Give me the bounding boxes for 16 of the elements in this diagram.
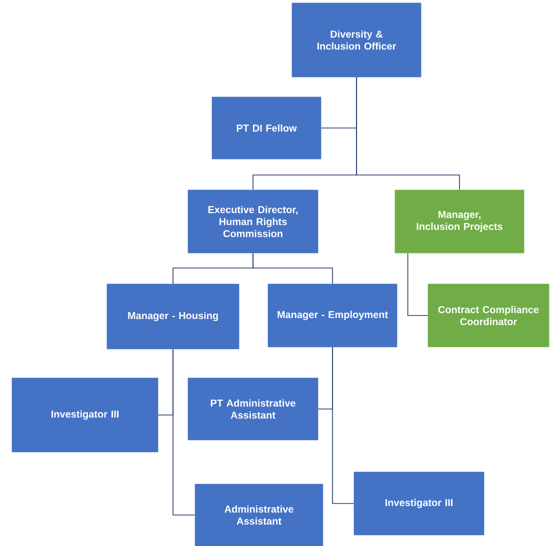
- org-box: Manager, Inclusion Projects: [394, 190, 524, 254]
- org-box: Investigator III: [354, 472, 484, 536]
- connector-line: [407, 252, 428, 316]
- org-box: Administrative Assistant: [194, 484, 324, 546]
- org-box: Executive Director, Human Rights Commission: [188, 190, 318, 254]
- connector-line: [332, 346, 354, 504]
- org-box: PT Administrative Assistant: [188, 378, 318, 440]
- org-box: Investigator III: [12, 378, 158, 452]
- org-box: Contract Compliance Coordinator: [428, 284, 550, 348]
- connector-line: [172, 348, 196, 516]
- org-box: Diversity & Inclusion Officer: [292, 2, 422, 78]
- connector-line: [356, 76, 460, 190]
- connector-line: [252, 252, 333, 284]
- org-box: Manager - Housing: [106, 284, 240, 350]
- org-box: Manager - Employment: [268, 284, 398, 348]
- org-box: PT DI Fellow: [212, 96, 322, 160]
